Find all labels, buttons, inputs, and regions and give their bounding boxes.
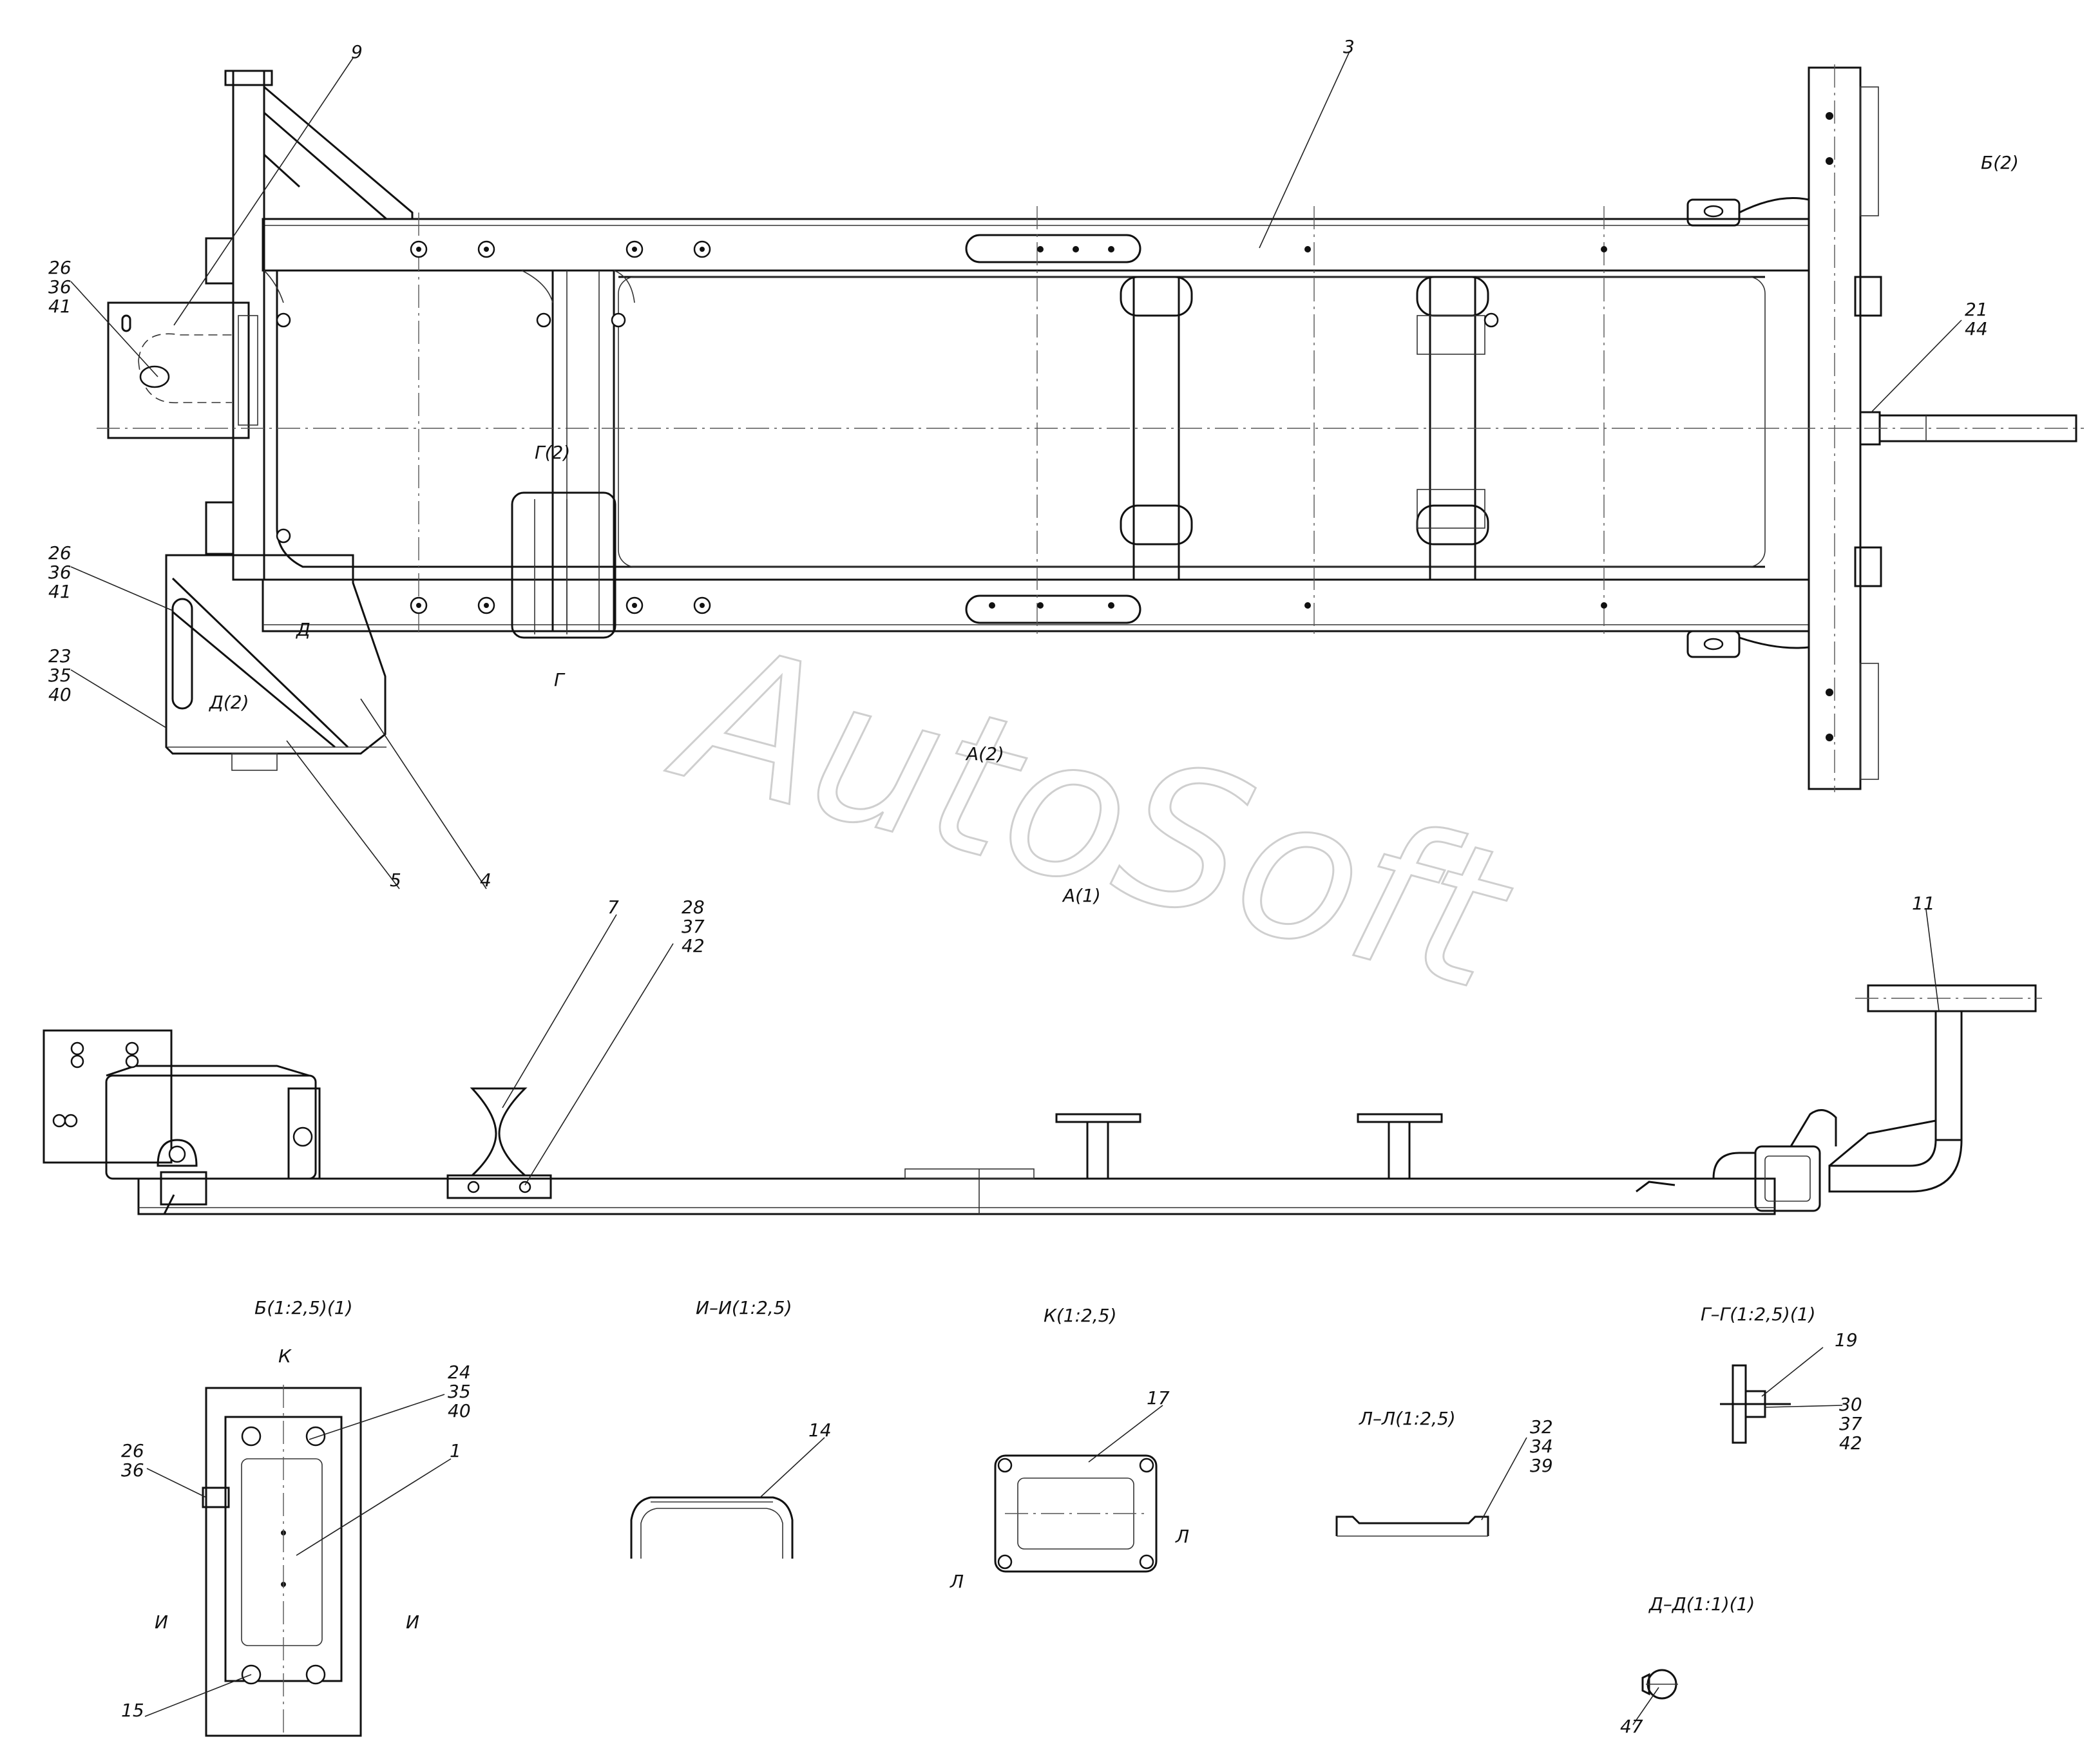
callout-21: 21	[1965, 299, 1988, 320]
callout-stack3-a: 23	[48, 645, 72, 667]
callout-stack3-c: 40	[48, 684, 72, 705]
callout-stack5-c: 40	[448, 1400, 471, 1421]
callout-stack5-b: 35	[448, 1381, 471, 1402]
mark-i-left: И	[155, 1611, 168, 1633]
mark-i-right: И	[406, 1611, 419, 1633]
callout-4: 4	[480, 869, 492, 891]
detail-section-gg	[1720, 1364, 1791, 1444]
callout-44: 44	[1965, 318, 1988, 339]
callout-stack5-a: 24	[448, 1362, 471, 1383]
callouts: 3 9 5 4 7 11 1 14 15 17 19 47 21 44 26 3…	[48, 36, 1988, 1737]
callout-stack4-a: 28	[682, 897, 705, 918]
callout-stack4-b: 37	[682, 916, 705, 937]
callout-stack7-b: 34	[1530, 1436, 1553, 1457]
plan-holes	[276, 112, 1833, 741]
callout-9: 9	[351, 41, 363, 62]
callout-stack1-a: 26	[48, 257, 72, 278]
callout-17: 17	[1147, 1387, 1170, 1409]
callout-stack7-c: 39	[1530, 1455, 1553, 1476]
mark-a1: А(1)	[1062, 885, 1101, 906]
callout-11: 11	[1912, 893, 1935, 914]
callout-stack1-c: 41	[48, 296, 72, 317]
callout-stack8-b: 37	[1839, 1413, 1862, 1434]
watermark: AutoSoft	[651, 597, 1534, 1035]
title-section-dd: Д–Д(1:1)(1)	[1648, 1593, 1755, 1615]
callout-5: 5	[390, 869, 401, 891]
callout-1: 1	[450, 1440, 461, 1461]
mark-a2: А(2)	[965, 743, 1004, 765]
callout-stack2-a: 26	[48, 542, 72, 564]
detail-view-k	[994, 1454, 1158, 1573]
view-titles: Б(1:2,5)(1) И–И(1:2,5) К(1:2,5) Г–Г(1:2,…	[254, 1297, 1816, 1615]
callout-19: 19	[1835, 1329, 1858, 1351]
callout-14: 14	[808, 1420, 832, 1441]
mark-b2: Б(2)	[1981, 152, 2019, 173]
callout-stack6-b: 36	[121, 1459, 144, 1481]
callout-7: 7	[607, 897, 619, 918]
detail-view-b	[202, 1385, 362, 1737]
leader-lines	[70, 51, 1962, 1725]
callout-stack4-c: 42	[682, 935, 705, 956]
callout-stack1-b: 36	[48, 276, 72, 298]
callout-15: 15	[121, 1700, 144, 1721]
title-section-gg: Г–Г(1:2,5)(1)	[1701, 1304, 1816, 1325]
plan-centerlines	[97, 64, 2084, 792]
title-section-ll: Л–Л(1:2,5)	[1359, 1408, 1456, 1429]
callout-47: 47	[1620, 1716, 1643, 1737]
callout-stack7-a: 32	[1530, 1416, 1553, 1438]
title-view-k: К(1:2,5)	[1044, 1305, 1117, 1326]
detail-section-ii	[630, 1496, 794, 1559]
mark-d2: Д(2)	[208, 692, 249, 713]
mark-g2: Г(2)	[535, 442, 570, 463]
mark-l-right: Л	[1175, 1526, 1189, 1547]
callout-stack8-c: 42	[1839, 1432, 1862, 1454]
callout-stack8-a: 30	[1839, 1394, 1862, 1415]
title-section-ii: И–И(1:2,5)	[696, 1297, 792, 1318]
section-marks: Б(2) Г(2) Г Д Д(2) А(2) А(1) К И И Л Л	[155, 152, 2019, 1633]
callout-3: 3	[1343, 36, 1355, 57]
mark-d: Д	[295, 619, 310, 640]
mark-k: К	[278, 1345, 292, 1367]
title-view-b: Б(1:2,5)(1)	[254, 1297, 353, 1318]
callout-stack6-a: 26	[121, 1440, 144, 1461]
detail-section-dd	[1641, 1669, 1678, 1700]
callout-stack2-b: 36	[48, 562, 72, 583]
frame-side-view	[43, 984, 2042, 1215]
detail-section-ll	[1335, 1515, 1489, 1537]
callout-stack2-c: 41	[48, 581, 72, 602]
mark-g: Г	[554, 669, 566, 690]
mark-l-left: Л	[950, 1571, 964, 1592]
callout-stack3-b: 35	[48, 665, 72, 686]
